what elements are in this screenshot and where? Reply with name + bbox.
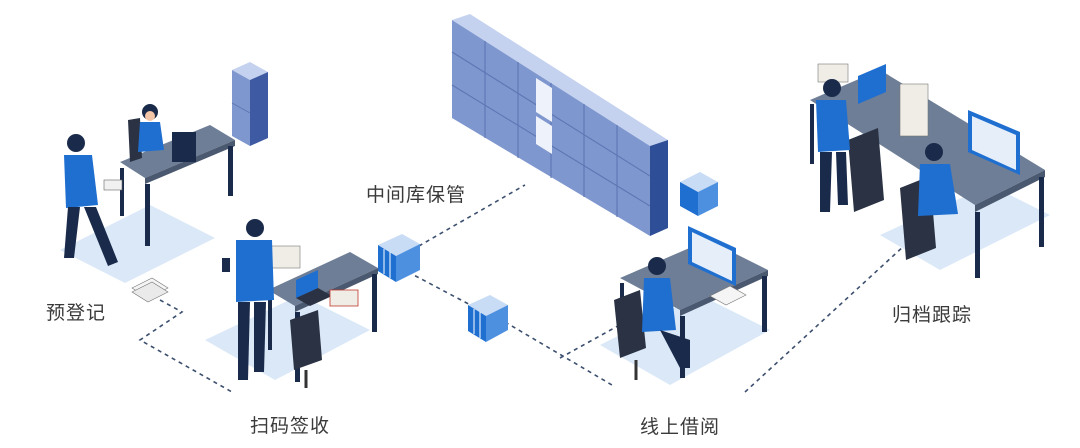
person-seated-pre-register — [138, 104, 164, 152]
person-standing-tracking — [816, 79, 850, 212]
storage-cabinet — [451, 14, 668, 236]
person-seated-lending — [642, 257, 690, 368]
label-archive-tracking: 归档跟踪 — [892, 304, 973, 326]
label-scan-signoff: 扫码签收 — [250, 415, 331, 437]
desk-scan-signoff — [268, 245, 378, 388]
label-storage: 中间库保管 — [366, 184, 467, 206]
connector-pre-to-scan — [138, 299, 233, 393]
connector-lend-track-long — [744, 244, 906, 393]
book-box-storage-side — [680, 172, 718, 216]
book-box-lower — [468, 295, 508, 342]
desk-pre-register — [120, 118, 235, 246]
label-pre-register: 预登记 — [46, 302, 107, 324]
connector-scan-to-lend — [407, 271, 481, 311]
label-online-lending: 线上借阅 — [640, 416, 721, 438]
person-walking-pre-register — [64, 134, 123, 266]
filing-cabinet — [231, 62, 268, 146]
desk-archive-tracking — [810, 63, 1045, 278]
connector-box-to-lend — [504, 321, 613, 386]
workflow-connectors — [89, 184, 906, 393]
book-box-upper — [378, 234, 420, 282]
paper-stack-pre-register — [131, 277, 169, 303]
person-standing-scan — [222, 219, 274, 380]
floor-shadows — [60, 185, 1050, 385]
person-seated-tracking — [918, 143, 958, 216]
